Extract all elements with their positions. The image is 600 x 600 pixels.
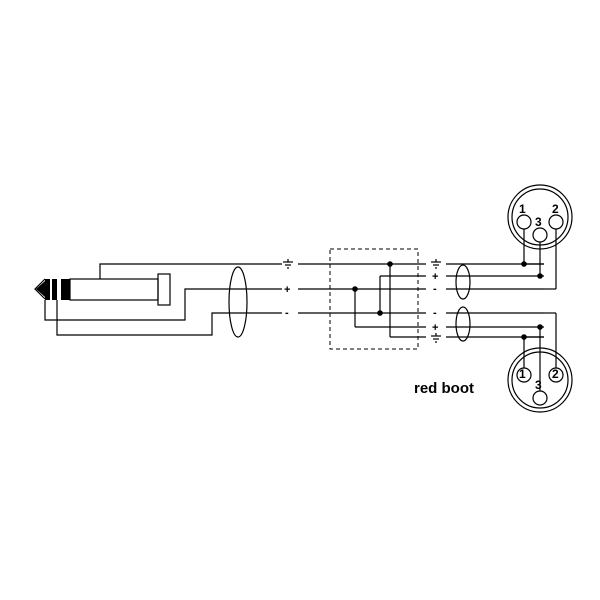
minus-label-left: - — [285, 307, 289, 319]
pin-label-3: 3 — [535, 215, 542, 229]
pin-label-1: 1 — [519, 367, 526, 381]
ground-symbol-right-bottom — [431, 333, 441, 343]
ground-symbol-right-top — [431, 259, 441, 269]
jack-sleeve-band — [61, 279, 70, 300]
jack-collar — [157, 273, 171, 306]
cable-shield-loop-right-bottom — [455, 306, 471, 342]
wire-ground-jack — [99, 263, 282, 279]
plus-label-right-top: + — [432, 271, 438, 283]
xlr-connector-top: 1 2 3 — [507, 184, 573, 290]
junction-dot — [352, 286, 358, 292]
jack-tip — [36, 281, 45, 297]
pin-label-2: 2 — [552, 367, 559, 381]
jack-body — [69, 278, 159, 301]
junction-dot — [387, 261, 393, 267]
ground-symbol-left — [283, 259, 293, 269]
xlr-connector-bottom: 1 2 3 — [507, 312, 573, 413]
mid-wires — [298, 263, 426, 314]
splitter-wiring — [352, 261, 426, 338]
splitter-box — [329, 248, 419, 350]
output-wires — [446, 263, 544, 338]
pin-label-1: 1 — [519, 202, 526, 216]
cable-shield-loop-left — [228, 266, 248, 338]
xlr-pin-3 — [532, 227, 548, 243]
cable-shield-loop-right-top — [455, 264, 471, 300]
minus-label-right-top: - — [433, 283, 437, 295]
right-signal-symbols: + - - + — [431, 259, 441, 343]
jack-wiring — [44, 263, 282, 336]
left-signal-symbols: + - — [283, 259, 293, 319]
jack-ring-1 — [45, 279, 50, 300]
plus-label-left: + — [284, 284, 290, 296]
wire-plus-jack — [44, 288, 282, 321]
junction-dot — [377, 310, 383, 316]
wire-minus-jack — [56, 300, 282, 336]
pin-label-2: 2 — [552, 202, 559, 216]
jack-tip-outline — [34, 278, 46, 300]
xlr-pin-2 — [548, 214, 564, 230]
caption-red-boot: red boot — [414, 380, 474, 397]
xlr-pin-1 — [516, 214, 532, 230]
minus-label-right-bottom: - — [433, 307, 437, 319]
xlr-pin-3 — [532, 390, 548, 406]
jack-ring-2 — [52, 279, 57, 300]
plus-label-right-bottom: + — [432, 322, 438, 334]
pin-label-3: 3 — [535, 378, 542, 392]
stereo-jack-plug — [34, 273, 171, 306]
